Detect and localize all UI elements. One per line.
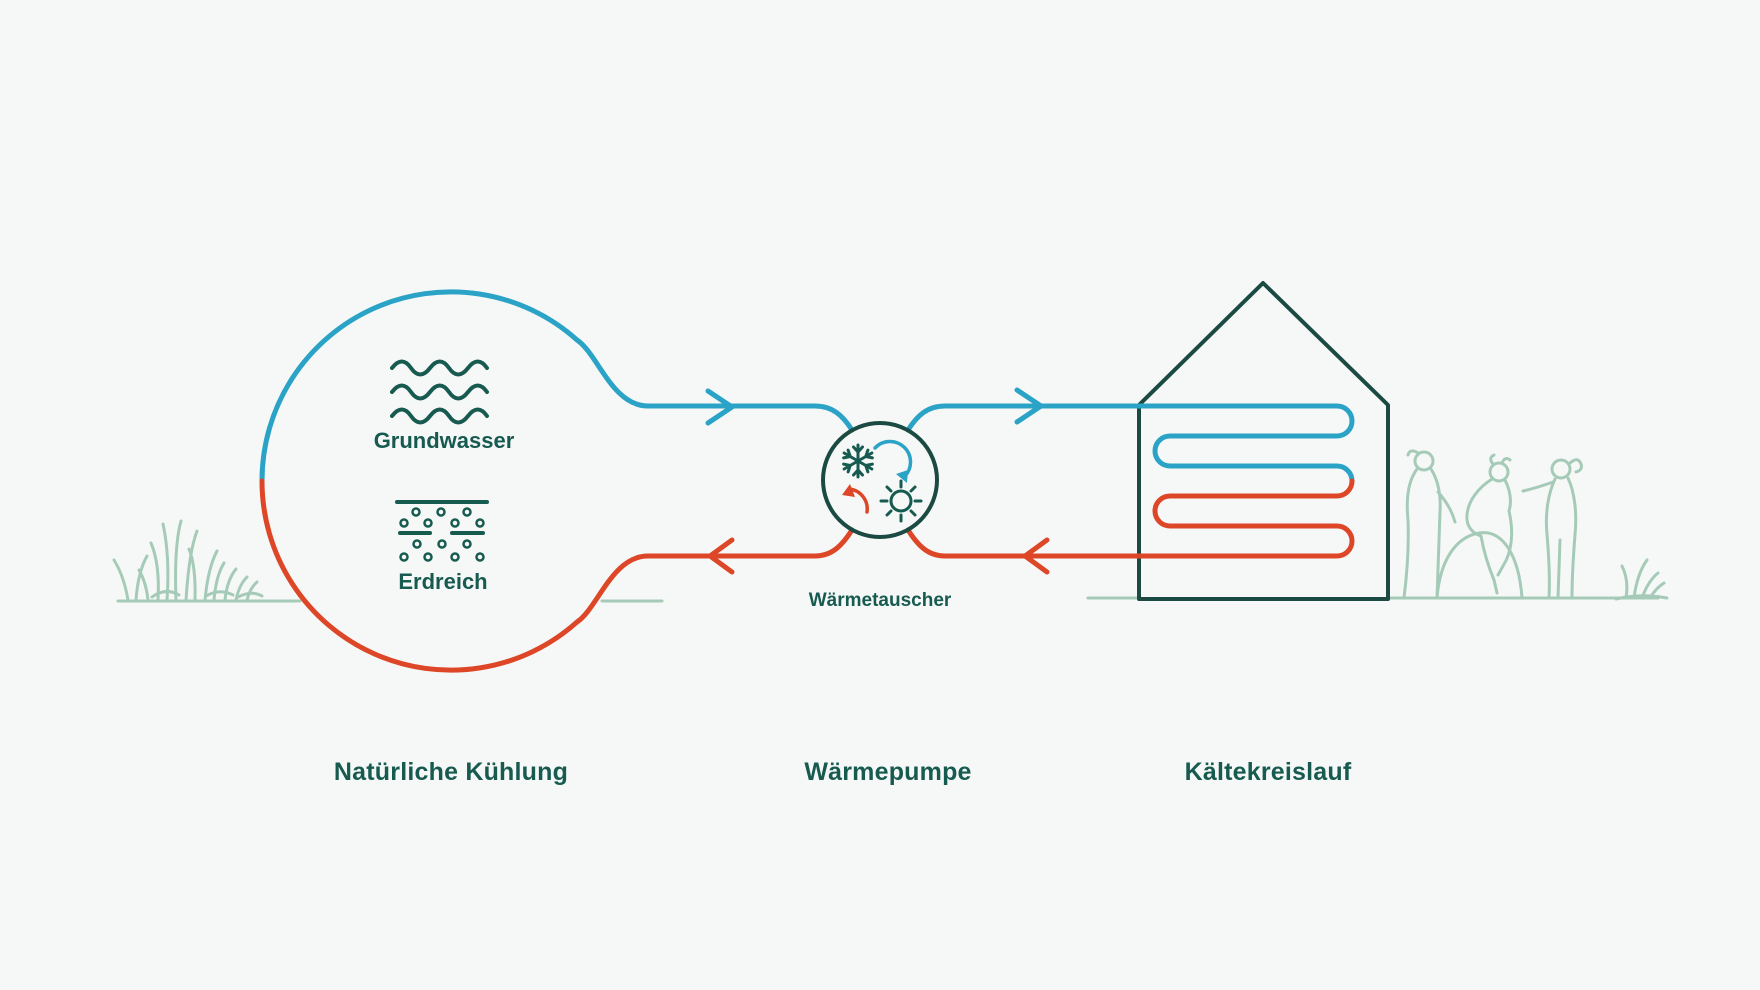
soil-dots-icon [395,500,489,562]
pipe-blue-house-coil [905,403,1355,484]
flow-arrow-blue-1 [705,388,735,426]
flow-arrow-blue-2 [1014,387,1044,425]
heat-exchanger-label: Wärmetauscher [808,590,952,611]
cycle-arrowhead-red [842,484,855,497]
groundwater-label: Grundwasser [373,428,515,453]
water-waves-icon [390,359,489,425]
soil-label: Erdreich [398,569,488,594]
caption-natural-cooling: Natürliche Kühlung [333,758,569,786]
house-outline [1137,281,1390,601]
sun-icon [879,479,923,523]
grass-illustration [112,519,264,602]
snowflake-icon [840,443,876,479]
pipe-blue-supply [259,289,855,484]
heat-exchanger-circle [821,421,939,539]
exchange-cycle-arrows [842,439,913,514]
caption-cooling-circuit: Kältekreislauf [1184,758,1352,786]
caption-heat-pump: Wärmepumpe [804,758,972,786]
pipe-red-coil-return [905,478,1355,559]
flow-arrow-red-1 [707,537,735,575]
flow-arrows [705,387,1050,575]
cycle-arrowhead-blue [896,470,908,483]
flow-arrow-red-2 [1022,537,1050,575]
children-illustration [1402,449,1669,601]
cycle-arrow-blue [873,439,913,478]
pipe-red-return [259,478,855,673]
